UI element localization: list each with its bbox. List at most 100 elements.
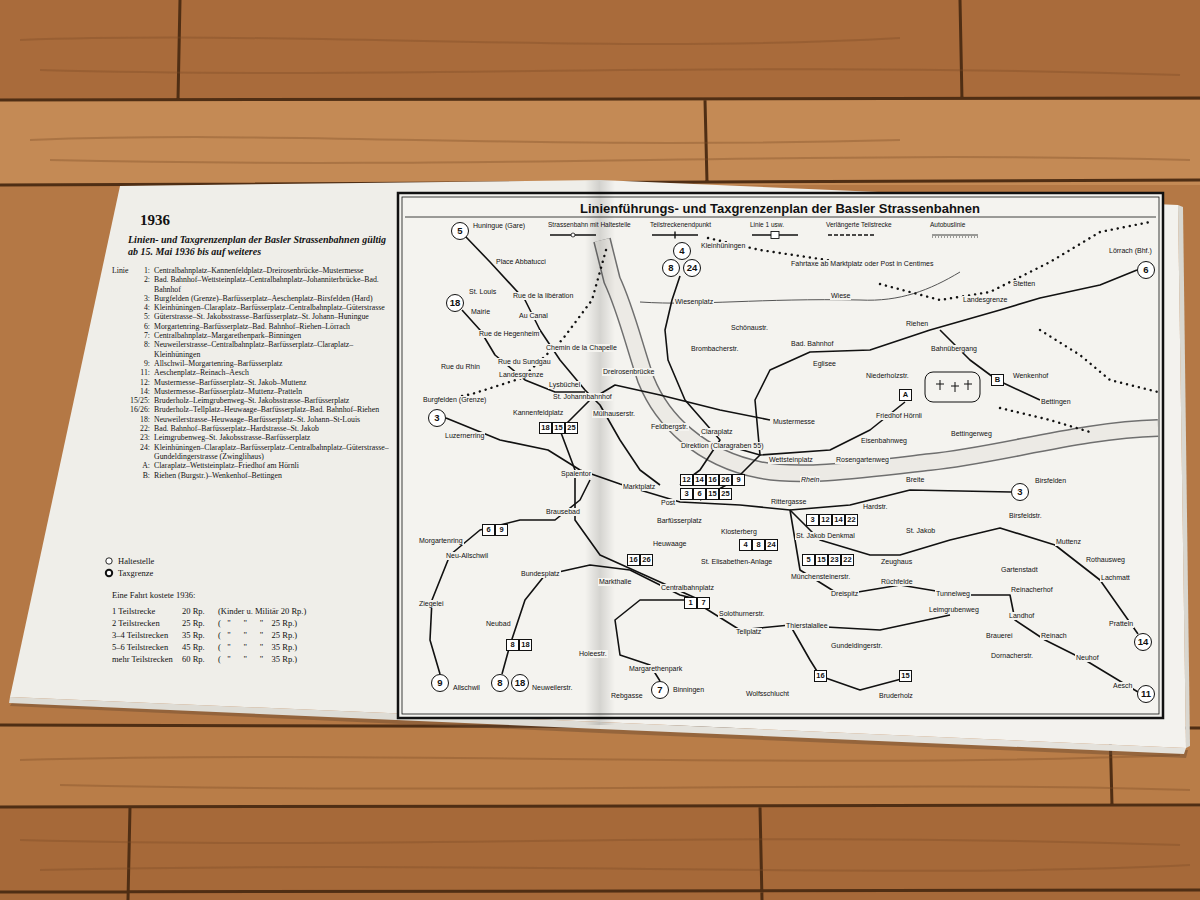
- station-name: Huningue (Gare): [472, 222, 526, 230]
- station-name: Bahnübergang: [930, 345, 978, 353]
- station-name: Hardstr.: [862, 503, 889, 511]
- legend-text: Linie 1 usw.: [750, 221, 784, 229]
- route-text: Claraplatz–Wettsteinplatz–Friedhof am Hö…: [154, 461, 394, 470]
- station-name: Binningen: [672, 686, 705, 694]
- tram-line: [430, 480, 590, 674]
- line-number: A: [903, 391, 908, 399]
- border-line: [1040, 330, 1158, 392]
- line-number-box: A: [899, 389, 912, 401]
- line-number-box: 26: [719, 474, 732, 486]
- station-name: Wolfsschlucht: [745, 690, 790, 698]
- station-name: Ziegelei: [418, 600, 445, 608]
- line-number-box: 6: [482, 524, 495, 536]
- route-text: Bad. Bahnhof–Wettsteinplatz–Centralbahnp…: [154, 275, 394, 294]
- route-row: 2:Bad. Bahnhof–Wettsteinplatz–Centralbah…: [120, 275, 394, 294]
- line-number: 25: [721, 490, 729, 498]
- legend-sample: [104, 556, 114, 566]
- legend-text: Strassenbahn mit Haltestelle: [548, 221, 631, 229]
- line-number: 6: [697, 490, 701, 498]
- line-number-box: 22: [845, 514, 858, 526]
- route-row: 23:Leimgrubenweg–St. Jakobsstrasse–Barfü…: [120, 433, 394, 442]
- line-number: 18:: [120, 415, 154, 424]
- route-text: Bad. Bahnhof–Barfüsserplatz–Hardstrasse–…: [154, 424, 394, 433]
- line-number: 22:: [120, 424, 154, 433]
- route-row: 11:Aeschenplatz–Reinach–Aesch: [120, 368, 394, 377]
- station-name: Landesgrenze: [962, 296, 1008, 304]
- line-number-box: 1: [684, 597, 697, 609]
- line-number-box: 25: [565, 422, 578, 434]
- cemetery: [925, 372, 980, 402]
- station-name: Neu-Allschwil: [445, 552, 489, 560]
- station-name: Muttenz: [1055, 538, 1082, 546]
- station-name: Spalentor: [560, 470, 592, 478]
- fare-heading: Eine Fahrt kostete 1936:: [112, 590, 195, 600]
- station-name: Rothausweg: [1085, 556, 1126, 564]
- line-number-box: 7: [697, 597, 710, 609]
- route-text: Burgfelden (Grenze)–Barfüsserplatz–Aesch…: [154, 294, 394, 303]
- route-row: 16/26:Bruderholz–Tellplatz–Heuwaage–Barf…: [120, 405, 394, 414]
- line-number: A:: [120, 461, 154, 470]
- line-number: 15: [817, 556, 825, 564]
- fare-cell: 25 Rp.: [182, 618, 205, 628]
- station-name: Breite: [905, 476, 925, 484]
- station-name: Dornacherstr.: [990, 652, 1034, 660]
- station-name: St. Louis: [468, 288, 497, 296]
- route-text: Leimgrubenweg–St. Jakobsstrasse–Barfüsse…: [154, 433, 394, 442]
- fare-cell: 60 Rp.: [182, 654, 205, 664]
- line-number: 3: [1017, 487, 1022, 497]
- station-name: Tunnelweg: [935, 590, 971, 598]
- station-name: Wiesenplatz: [674, 298, 714, 306]
- station-name: Feldbergstr.: [650, 423, 689, 431]
- terminus-circle: 3: [1011, 483, 1029, 501]
- line-number-box: 15: [815, 554, 828, 566]
- line-number: 3: [434, 413, 439, 423]
- route-text: Centralbahnplatz–Margarethenpark–Binning…: [154, 331, 394, 340]
- station-name: Rue de la libération: [512, 292, 574, 300]
- rivers: [602, 240, 1158, 473]
- tram-lines: [430, 237, 1138, 692]
- line-number-box: 26: [640, 554, 653, 566]
- route-text: Centralbahnplatz–Kannenfeldplatz–Dreiros…: [154, 266, 394, 275]
- route-row: 8:Neuweilerstrasse–Centralbahnplatz–Barf…: [120, 340, 394, 359]
- station-name: Claraplatz: [700, 428, 734, 436]
- line-number: 15/25:: [120, 396, 154, 405]
- line-number: 6: [1143, 265, 1148, 275]
- tram-line: [790, 510, 1138, 634]
- line-number-box: 14: [832, 514, 845, 526]
- line-number-box: 3: [806, 514, 819, 526]
- station-name: Luzernerring: [444, 432, 485, 440]
- station-name: St. Johannbahnhof: [552, 393, 613, 401]
- station-name: Barfüsserplatz: [656, 517, 703, 525]
- station-name: Fahrtaxe ab Marktplatz oder Post in Cent…: [790, 260, 942, 268]
- line-number: 9:: [120, 359, 154, 368]
- station-name: Wettsteinplatz: [768, 456, 814, 464]
- station-name: Bad. Bahnhof: [790, 340, 834, 348]
- line-number: 25: [567, 424, 575, 432]
- station-name: Markthalle: [598, 578, 632, 586]
- station-name: Neubad: [485, 620, 512, 628]
- line-number: 15: [901, 672, 909, 680]
- line-number-box: 6: [693, 488, 706, 500]
- station-name: Rue du Sundgau: [497, 358, 552, 366]
- station-name: Wiese: [830, 292, 851, 300]
- station-name: Bruderholz: [878, 692, 914, 700]
- station-name: Thierstalallee: [785, 622, 829, 630]
- line-number: 26: [721, 476, 729, 484]
- station-name: Niederholzstr.: [865, 372, 910, 380]
- line-number-box: 8: [752, 539, 765, 551]
- station-name: Kleinhüningen: [700, 242, 746, 250]
- station-name: Bundesplatz: [520, 570, 561, 578]
- station-name: Chemin de la Chapelle: [545, 344, 618, 352]
- book: [9, 180, 1190, 758]
- line-number-box: 16: [706, 474, 719, 486]
- line-number-box: 8: [506, 639, 519, 651]
- list-heading: Linie: [112, 266, 128, 275]
- station-name: Gundeldingerstr.: [830, 642, 883, 650]
- fare-cell: ( " " " 25 Rp.): [218, 618, 297, 628]
- line-number: 22: [843, 556, 851, 564]
- station-name: St. Jakob: [905, 527, 936, 535]
- fare-cell: 3–4 Teilstrecken: [112, 630, 168, 640]
- station-name: Dreispitz: [830, 590, 859, 598]
- fare-cell: ( " " " 25 Rp.): [218, 630, 297, 640]
